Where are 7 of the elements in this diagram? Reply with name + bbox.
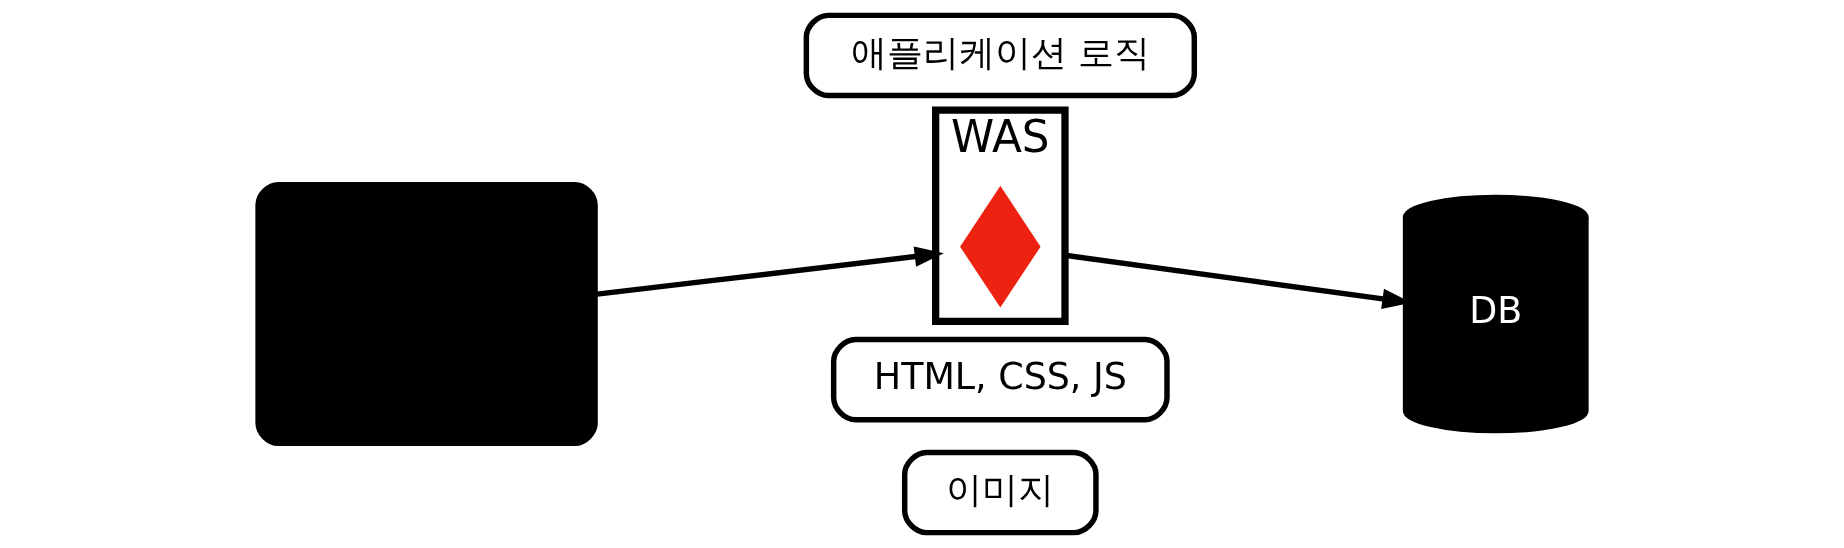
node-computer xyxy=(255,182,598,447)
arrow xyxy=(596,246,944,297)
node-cross xyxy=(960,185,1041,308)
cluster: WAS xyxy=(932,106,1069,325)
node-box: 이미지 xyxy=(901,449,1099,536)
node-box: HTML, CSS, JS xyxy=(830,336,1170,423)
node-box: 애플리케이션 로직 xyxy=(803,12,1198,99)
